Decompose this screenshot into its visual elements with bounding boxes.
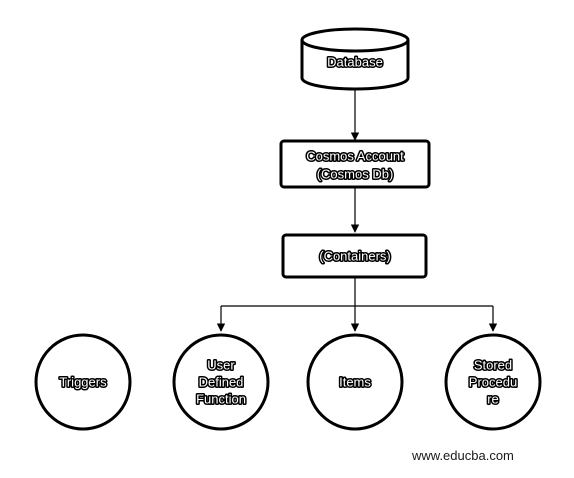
stored-procedure-label-line-1: Stored xyxy=(474,358,512,373)
database-label: Database xyxy=(327,55,383,70)
containers-label: (Containers) xyxy=(319,249,391,264)
containers-node: (Containers) xyxy=(281,233,428,279)
items-label: Items xyxy=(339,375,371,390)
stored-procedure-circle xyxy=(444,333,542,431)
stored-procedure-label-line-2: Procedu xyxy=(469,375,517,390)
cosmos-account-node: Cosmos Account (Cosmos Db) xyxy=(279,139,431,189)
udf-circle xyxy=(172,333,270,431)
containers-box xyxy=(281,233,428,279)
watermark-url: www.educba.com xyxy=(412,448,514,463)
database-cylinder-body xyxy=(300,40,410,91)
triggers-circle xyxy=(34,333,132,431)
database-node: Database xyxy=(300,27,410,91)
items-circle xyxy=(306,333,404,431)
cosmos-account-label-line-2: (Cosmos Db) xyxy=(317,167,394,182)
triggers-node: Triggers xyxy=(34,333,132,431)
udf-label-line-1: User xyxy=(207,358,235,373)
udf-node: User Defined Function xyxy=(172,333,270,431)
database-cylinder-top xyxy=(300,27,410,53)
udf-label-line-2: Defined xyxy=(199,375,244,390)
cosmos-account-label-line-1: Cosmos Account xyxy=(306,149,404,164)
stored-procedure-label-line-3: re xyxy=(487,392,499,407)
cosmos-account-box xyxy=(279,139,431,189)
triggers-label: Triggers xyxy=(59,375,107,390)
udf-label-line-3: Function xyxy=(196,392,246,407)
stored-procedure-node: Stored Procedu re xyxy=(444,333,542,431)
items-node: Items xyxy=(306,333,404,431)
